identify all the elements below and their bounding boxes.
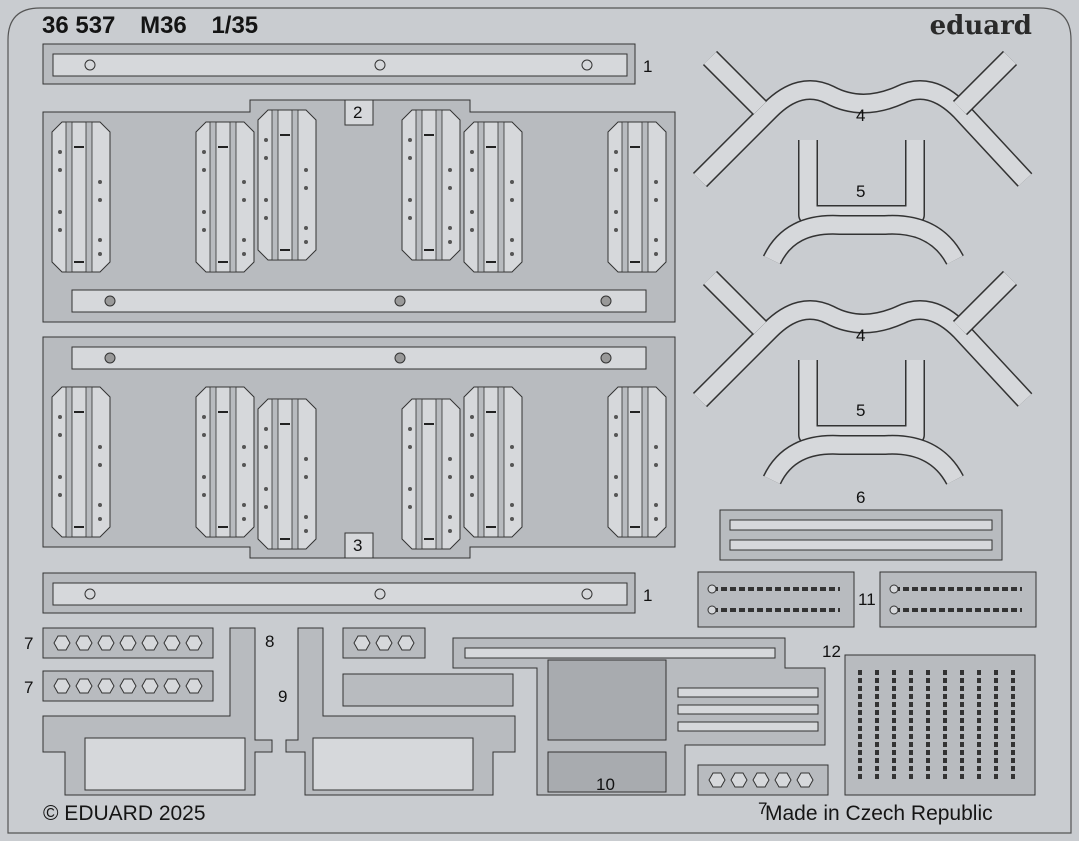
copyright-text: © EDUARD 2025 — [43, 802, 206, 825]
part-3-hinge-panel — [42, 336, 676, 559]
part-number-5-a: 5 — [856, 182, 866, 201]
part-8-hinge-frame — [42, 627, 273, 796]
kit-header: 36 537 M36 1/35 — [42, 12, 276, 40]
part-number-7-a: 7 — [24, 634, 34, 653]
part-4-bracket-b — [692, 270, 1033, 408]
part-7-hex-row-c — [342, 627, 829, 796]
part-number-3: 3 — [353, 536, 363, 555]
part-5-bracket-b — [762, 360, 964, 486]
part-number-11: 11 — [858, 590, 876, 609]
part-number-12: 12 — [822, 642, 841, 661]
part-6-strips — [719, 509, 1003, 561]
part-5-bracket-a — [762, 140, 964, 266]
part-7-hex-row-b — [42, 670, 214, 702]
part-number-1-top: 1 — [643, 57, 653, 76]
part-11-chain-right — [879, 571, 1037, 628]
part-11-chain-left — [697, 571, 855, 628]
part-1-top-strip — [42, 43, 636, 85]
brand-logo: eduard — [929, 11, 1032, 41]
part-1-bottom-strip — [42, 572, 636, 614]
kit-scale: 1/35 — [211, 12, 259, 39]
part-number-10: 10 — [596, 775, 615, 794]
origin-text: Made in Czech Republic — [765, 802, 993, 825]
part-number-4-b: 4 — [856, 326, 866, 345]
part-number-4-a: 4 — [856, 106, 866, 125]
part-number-7-b: 7 — [24, 678, 34, 697]
part-number-7-c: 7 — [758, 799, 768, 818]
part-number-5-b: 5 — [856, 401, 866, 420]
part-number-8: 8 — [265, 632, 275, 651]
part-number-6: 6 — [856, 488, 866, 507]
part-2-hinge-panel — [42, 99, 676, 323]
part-9-hinge-frame — [285, 627, 516, 796]
kit-model: M36 — [140, 12, 187, 39]
part-12-chain-block — [844, 654, 1036, 796]
part-10-frame — [452, 637, 826, 796]
part-4-bracket-a — [692, 50, 1033, 188]
part-number-2: 2 — [353, 103, 363, 122]
part-number-9: 9 — [278, 687, 288, 706]
part-number-1-bottom: 1 — [643, 586, 653, 605]
kit-code: 36 537 — [42, 12, 116, 39]
part-7-hex-row-a — [42, 627, 214, 659]
